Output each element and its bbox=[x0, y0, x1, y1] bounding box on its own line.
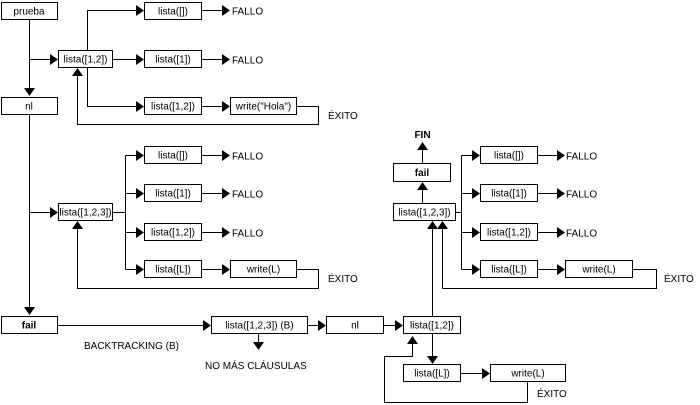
fallo-label: FALLO bbox=[232, 7, 263, 18]
arrow-icon bbox=[136, 150, 144, 275]
listaL-label: lista([L]) bbox=[155, 265, 191, 276]
lista123-label: lista([1,2,3]) bbox=[398, 208, 450, 219]
arrow-icon bbox=[482, 368, 490, 379]
nl-label: nl bbox=[25, 102, 33, 113]
writeL-label: write(L) bbox=[246, 265, 280, 276]
arrow-icon bbox=[472, 150, 480, 275]
lista1-label: lista([1]) bbox=[155, 55, 191, 66]
fallo-label: FALLO bbox=[566, 152, 597, 163]
arrow-icon bbox=[557, 150, 565, 275]
arrow-icon bbox=[253, 342, 264, 350]
prueba-label: prueba bbox=[13, 7, 45, 18]
backtracking-label: BACKTRACKING (B) bbox=[84, 341, 179, 352]
arrow-icon bbox=[318, 320, 326, 331]
lista12-label: lista([1,2]) bbox=[64, 55, 108, 66]
fallo-label: FALLO bbox=[232, 229, 263, 240]
exito-label: ÉXITO bbox=[328, 109, 358, 122]
lista123B-label: lista([1,2,3]) (B) bbox=[225, 321, 293, 332]
fin-label: FIN bbox=[414, 130, 430, 141]
exito-label: ÉXITO bbox=[664, 272, 694, 285]
write-hola-label: write("Hola") bbox=[235, 102, 291, 113]
fail-box bbox=[393, 163, 451, 182]
lista-empty-label: lista([]) bbox=[494, 151, 524, 162]
lista123-label: lista([1,2,3]) bbox=[59, 208, 111, 219]
bottom-section: fail BACKTRACKING (B) lista([1,2,3]) (B)… bbox=[1, 316, 567, 403]
lista1-label: lista([1]) bbox=[155, 189, 191, 200]
exito-label: ÉXITO bbox=[537, 387, 567, 400]
arrow-icon bbox=[24, 54, 58, 96]
right-section: lista([1,2,3]) fail FIN lista([]) lista(… bbox=[393, 130, 694, 316]
arrow-icon bbox=[395, 320, 403, 331]
listaL-label: lista([L]) bbox=[491, 265, 527, 276]
nl-label: nl bbox=[351, 321, 359, 332]
fallo-label: FALLO bbox=[232, 56, 263, 67]
arrow-icon bbox=[136, 5, 144, 112]
fallo-label: FALLO bbox=[566, 190, 597, 201]
lista12-label: lista([1,2]) bbox=[151, 228, 195, 239]
top-section: prueba nl lista([1,2]) lista([]) lista([… bbox=[1, 2, 358, 125]
fallo-label: FALLO bbox=[566, 229, 597, 240]
fail-label: fail bbox=[22, 321, 37, 332]
listaL-label: lista([L]) bbox=[414, 369, 450, 380]
middle-section: lista([1,2,3]) lista([]) lista([1]) list… bbox=[24, 114, 358, 315]
writeL-label: write(L) bbox=[510, 369, 544, 380]
fail-label: fail bbox=[415, 168, 430, 179]
lista12-label: lista([1,2]) bbox=[410, 321, 454, 332]
lista-empty-label: lista([]) bbox=[158, 151, 188, 162]
arrow-icon bbox=[407, 336, 438, 364]
writeL-label: write(L) bbox=[581, 265, 615, 276]
arrow-icon bbox=[203, 320, 211, 331]
lista-empty-label: lista([]) bbox=[158, 7, 188, 18]
no-mas-clausulas-label: NO MÁS CLÁUSULAS bbox=[205, 359, 307, 372]
exito-label: ÉXITO bbox=[328, 272, 358, 285]
lista12b-label: lista([1,2]) bbox=[151, 102, 195, 113]
arrow-icon bbox=[427, 221, 448, 229]
fallo-label: FALLO bbox=[232, 152, 263, 163]
fallo-label: FALLO bbox=[232, 190, 263, 201]
lista12-label: lista([1,2]) bbox=[487, 228, 531, 239]
lista1-label: lista([1]) bbox=[491, 189, 527, 200]
